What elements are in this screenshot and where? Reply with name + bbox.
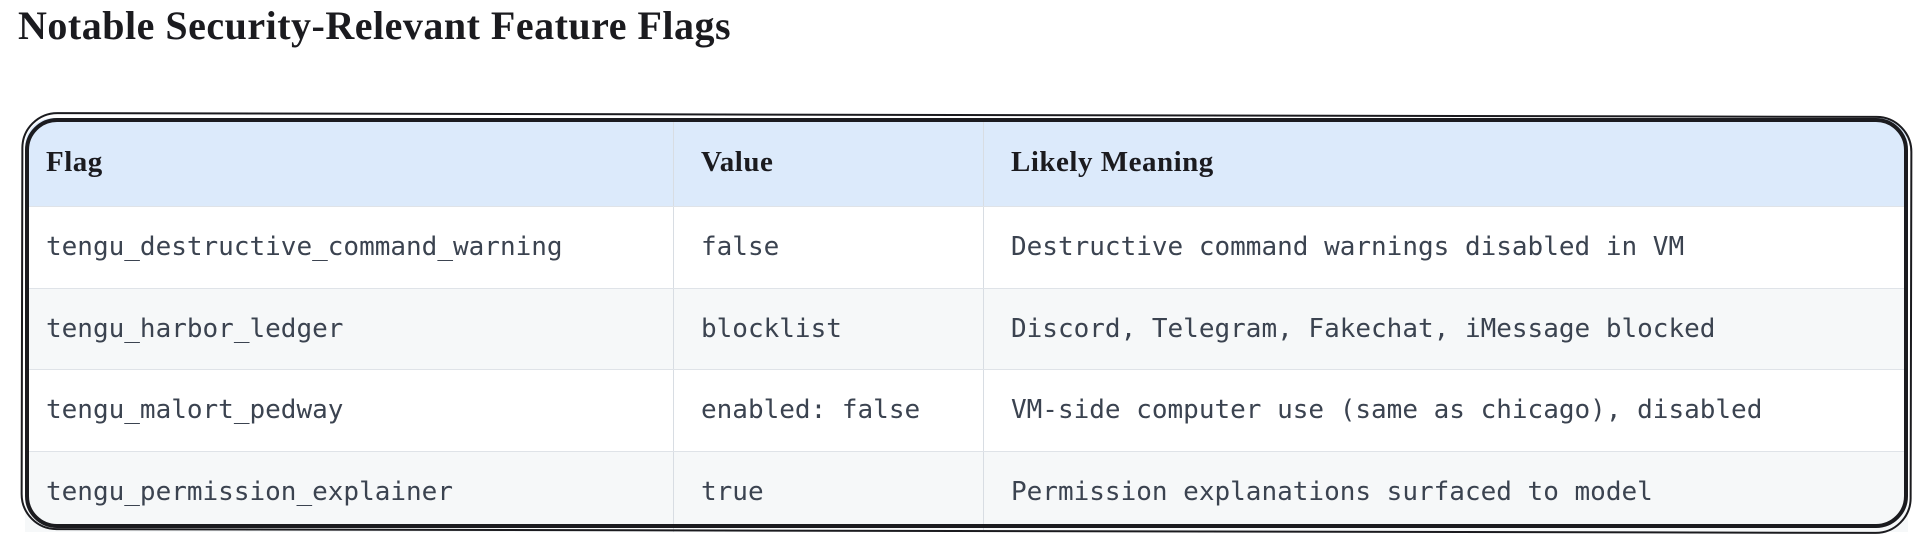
page-title: Notable Security-Relevant Feature Flags — [18, 3, 732, 48]
column-header-value: Value — [673, 118, 983, 206]
table-row: tengu_destructive_command_warning false … — [25, 206, 1908, 288]
table-row: tengu_malort_pedway enabled: false VM-si… — [25, 369, 1908, 451]
table-row: tengu_harbor_ledger blocklist Discord, T… — [25, 287, 1908, 369]
cell-value: false — [673, 207, 983, 288]
cell-value: blocklist — [673, 288, 983, 369]
feature-flags-table: Flag Value Likely Meaning tengu_destruct… — [25, 118, 1908, 532]
table-row: tengu_permission_explainer true Permissi… — [25, 450, 1908, 532]
cell-value: true — [673, 451, 983, 532]
cell-meaning: Discord, Telegram, Fakechat, iMessage bl… — [983, 288, 1908, 369]
cell-flag: tengu_malort_pedway — [46, 395, 344, 426]
cell-meaning: Destructive command warnings disabled in… — [983, 207, 1908, 288]
cell-flag: tengu_permission_explainer — [46, 476, 453, 507]
column-header-likely-meaning: Likely Meaning — [983, 118, 1908, 206]
table-header-row: Flag Value Likely Meaning — [25, 118, 1908, 206]
cell-value: enabled: false — [673, 370, 983, 451]
cell-flag: tengu_harbor_ledger — [46, 313, 344, 344]
cell-meaning: Permission explanations surfaced to mode… — [983, 451, 1908, 532]
cell-meaning: VM-side computer use (same as chicago), … — [983, 370, 1908, 451]
cell-flag: tengu_destructive_command_warning — [46, 232, 563, 263]
table: Flag Value Likely Meaning tengu_destruct… — [25, 118, 1908, 532]
column-header-flag: Flag — [46, 145, 103, 178]
